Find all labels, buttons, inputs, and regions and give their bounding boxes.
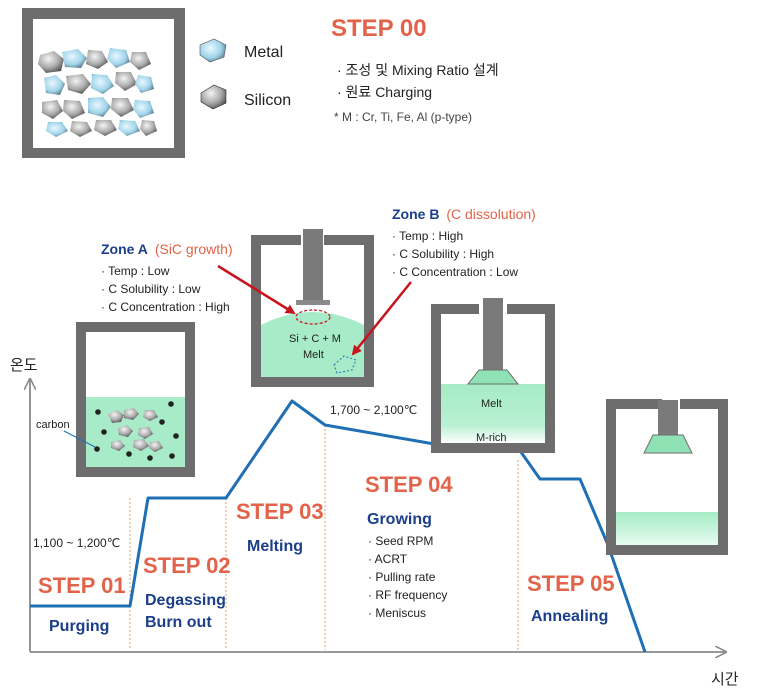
zone-a-line-1: · Temp : Low: [101, 264, 170, 278]
step02-title: STEP 02: [143, 553, 231, 578]
legend: Metal Silicon: [199, 38, 291, 110]
step-04: STEP 04 Growing · Seed RPM · ACRT · Pull…: [365, 472, 453, 620]
zone-b-line-3: · C Concentration : Low: [392, 265, 518, 279]
carbon-label: carbon: [36, 419, 70, 431]
step-03: STEP 03 Melting: [236, 499, 324, 555]
zone-b-info: Zone B (C dissolution) · Temp : High · C…: [351, 206, 536, 356]
grow-melt-label: Melt: [481, 398, 502, 410]
step04-title: STEP 04: [365, 472, 453, 497]
zone-b-accent: (C dissolution): [446, 206, 535, 222]
carbon-pointer: [63, 430, 96, 448]
temp-low-label: 1,100 ~ 1,200℃: [33, 536, 120, 550]
step00-text: STEP 00 · 조성 및 Mixing Ratio 설계 · 원료 Char…: [331, 15, 499, 124]
zone-a-line-2: · C Solubility : Low: [101, 282, 201, 296]
zone-b-title: Zone B: [392, 206, 439, 222]
step00-line-1: · 조성 및 Mixing Ratio 설계: [337, 62, 499, 78]
step03-title: STEP 03: [236, 499, 324, 524]
grow-melt: [441, 384, 545, 443]
step02-label-1: Degassing: [145, 592, 226, 609]
grown-crystal: [466, 369, 520, 385]
axes: 온도 시간: [10, 357, 739, 688]
svg-text:Zone B (C dissolution): Zone B (C dissolution): [392, 206, 536, 222]
zone-a-info: Zone A (SiC growth) · Temp : Low · C Sol…: [101, 241, 296, 315]
carbon-particles: [94, 401, 179, 461]
step04-item-3: · Pulling rate: [368, 570, 436, 584]
step01-crucible: carbon: [36, 322, 195, 477]
zone-a-marker: [295, 309, 331, 325]
step-02: STEP 02 Degassing Burn out: [143, 553, 231, 631]
step04-item-5: · Meniscus: [368, 606, 426, 620]
legend-silicon-label: Silicon: [244, 92, 291, 109]
zone-a-line-3: · C Concentration : High: [101, 300, 230, 314]
step-01: STEP 01 Purging: [38, 573, 126, 635]
step00-line-2: · 원료 Charging: [337, 84, 432, 100]
step02-label-2: Burn out: [145, 614, 212, 631]
step-05: STEP 05 Annealing: [527, 571, 615, 625]
step03-label: Melting: [247, 538, 303, 555]
legend-metal-label: Metal: [244, 44, 283, 61]
grow-bottom-label: M-rich: [476, 432, 507, 444]
step00-crucible: [22, 8, 185, 158]
metal-chunk-icon: [199, 38, 227, 63]
step01-label: Purging: [49, 618, 109, 635]
melt-pool: [261, 312, 364, 377]
step00-title: STEP 00: [331, 15, 427, 42]
temp-high-label: 1,700 ~ 2,100℃: [330, 403, 417, 417]
charge-chunks: [108, 408, 163, 452]
step05-label: Annealing: [531, 608, 608, 625]
seed-holder: [296, 300, 330, 305]
zone-a-arrow: [217, 264, 296, 315]
zone-a-accent: (SiC growth): [155, 241, 233, 257]
step03-crucible: Si + C + M Melt: [251, 229, 374, 387]
anneal-crystal: [643, 434, 693, 454]
melt-formula: Si + C + M: [289, 333, 341, 345]
x-axis-label: 시간: [711, 671, 739, 688]
y-axis-label: 온도: [10, 357, 38, 374]
anneal-seed-rod: [658, 400, 678, 435]
zone-b-line-2: · C Solubility : High: [392, 247, 494, 261]
step04-item-4: · RF frequency: [368, 588, 447, 602]
silicon-chunk-icon: [200, 84, 227, 110]
zone-a-title: Zone A: [101, 241, 148, 257]
step04-item-1: · Seed RPM: [368, 534, 433, 548]
step00-note: * M : Cr, Ti, Fe, Al (p-type): [334, 110, 472, 124]
anneal-melt: [616, 512, 718, 545]
seed-rod: [303, 229, 323, 300]
step-dividers: [129, 425, 519, 650]
zone-b-arrow: [351, 281, 412, 356]
zone-b-marker: [333, 355, 357, 374]
raw-material-chunks: [38, 48, 157, 137]
step04-crucible: Melt M-rich: [431, 298, 555, 453]
melt-label: Melt: [303, 349, 324, 361]
temperature-profile-curve: [30, 399, 647, 653]
grow-seed-rod: [483, 298, 503, 370]
svg-text:Zone A (SiC growth): Zone A (SiC growth): [101, 241, 233, 257]
step05-title: STEP 05: [527, 571, 615, 596]
step05-crucible: [606, 399, 728, 555]
step04-item-2: · ACRT: [368, 552, 408, 566]
zone-b-line-1: · Temp : High: [392, 229, 463, 243]
step04-label: Growing: [367, 511, 432, 528]
step01-title: STEP 01: [38, 573, 126, 598]
